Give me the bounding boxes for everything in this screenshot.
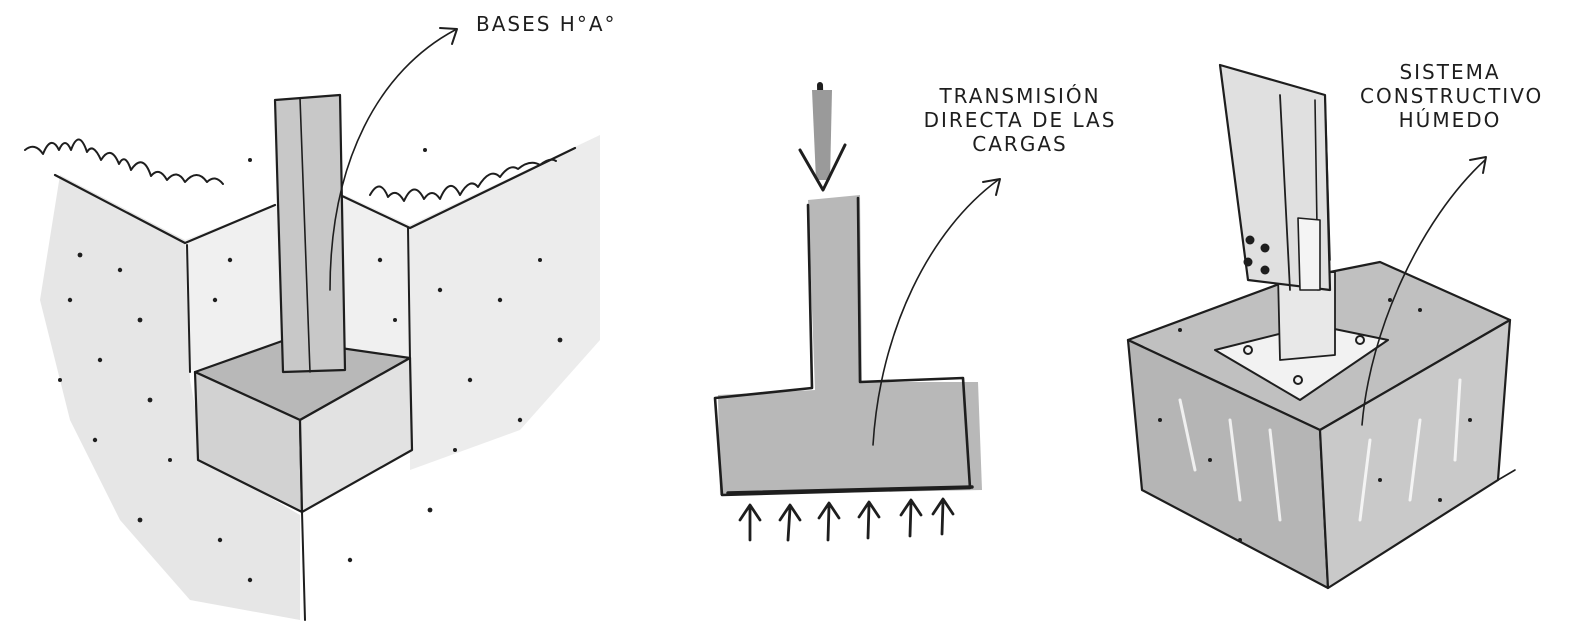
concrete-streaks: [1178, 378, 1462, 522]
label-sistema: SISTEMA CONSTRUCTIVO HÚMEDO: [1360, 60, 1544, 132]
soil-shading-right: [410, 135, 600, 470]
leader-arrow-bases: [329, 29, 456, 291]
label-sistema-line-2: CONSTRUCTIVO: [1360, 84, 1544, 108]
leader-arrow-transmision: [872, 179, 999, 446]
label-transmision: TRANSMISIÓN DIRECTA DE LAS CARGAS: [920, 84, 1120, 156]
label-bases: BASES H°A°: [476, 12, 617, 36]
footing-in-soil-sketch: [24, 27, 600, 621]
arrowhead-transmision: [982, 178, 1001, 196]
column-shaft: [273, 93, 347, 374]
label-transmision-line-3: CARGAS: [972, 132, 1068, 156]
reaction-arrows: [738, 497, 955, 542]
grass-scribble-left: [24, 138, 224, 185]
label-bases-line-1: BASES H°A°: [476, 12, 617, 36]
section-shading: [718, 195, 982, 495]
load-arrowhead: [798, 143, 847, 192]
column-edge: [299, 97, 311, 373]
pit-edge-right: [407, 227, 411, 361]
post-bolts: [1243, 235, 1270, 275]
pit-edge-left: [186, 244, 191, 373]
label-sistema-line-3: HÚMEDO: [1398, 108, 1502, 132]
wet-construction-sketch: [1126, 63, 1516, 590]
soil-shading: [40, 175, 300, 620]
label-transmision-line-1: TRANSMISIÓN: [939, 84, 1101, 108]
load-arrow-shaft-shade: [812, 90, 832, 180]
ground-edge-left: [53, 173, 277, 245]
ground-vertical: [301, 511, 306, 621]
soil-dots: [58, 148, 563, 583]
post-edge-1: [1279, 94, 1291, 291]
connector-plate: [1297, 217, 1321, 291]
base-line: [726, 485, 974, 495]
grass-scribble-right: [369, 158, 557, 202]
post-edge-3: [1324, 94, 1331, 261]
label-transmision-line-2: DIRECTA DE LAS: [923, 108, 1117, 132]
arrowhead-sistema: [1469, 156, 1487, 174]
leader-arrow-sistema: [1361, 159, 1486, 426]
load-transmission-sketch: [713, 82, 1001, 542]
ground-edge-right: [338, 146, 577, 230]
label-sistema-line-1: SISTEMA: [1399, 60, 1501, 84]
footing-front-right: [298, 356, 414, 514]
block-edge-extension: [1497, 469, 1516, 481]
arrowhead-bases: [439, 27, 458, 45]
concrete-dots: [1158, 298, 1472, 542]
